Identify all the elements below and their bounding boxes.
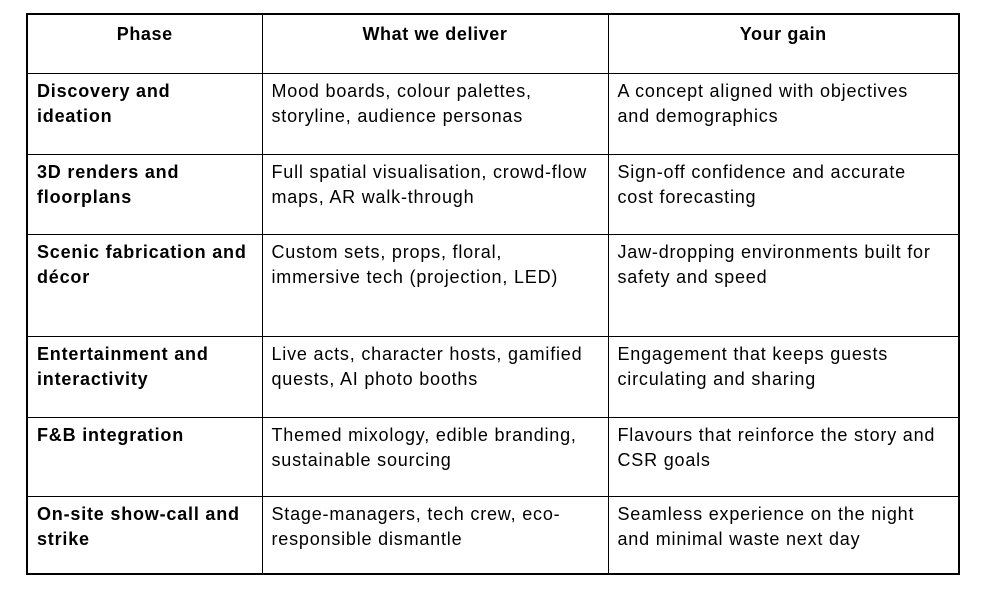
deliver-cell: Full spatial visualisation, crowd-flow m… [261,153,609,235]
deliver-cell: Live acts, character hosts, gamified que… [261,335,609,418]
gain-cell: A concept aligned with objectives and de… [607,72,960,155]
phase-cell: Entertainment and interactivity [26,335,263,418]
table-row-3d-renders-and-floorplans: 3D renders and floorplans Full spatial v… [26,153,960,235]
gain-cell: Jaw-dropping environments built for safe… [607,233,960,337]
column-header-what-we-deliver: What we deliver [261,13,609,74]
column-header-phase: Phase [26,13,263,74]
phase-cell: On-site show-call and strike [26,495,263,575]
event-phases-table: Phase What we deliver Your gain Discover… [26,13,960,575]
phase-cell: Discovery and ideation [26,72,263,155]
column-header-your-gain: Your gain [607,13,960,74]
header-row: Phase What we deliver Your gain [26,13,960,74]
phase-cell: 3D renders and floorplans [26,153,263,235]
gain-cell: Sign-off confidence and accurate cost fo… [607,153,960,235]
table-row-onsite-showcall-and-strike: On-site show-call and strike Stage-manag… [26,495,960,575]
deliver-cell: Stage-managers, tech crew, eco- responsi… [261,495,609,575]
table-row-entertainment-and-interactivity: Entertainment and interactivity Live act… [26,335,960,418]
table-row-fb-integration: F&B integration Themed mixology, edible … [26,416,960,497]
deliver-cell: Custom sets, props, floral, immersive te… [261,233,609,337]
gain-cell: Seamless experience on the night and min… [607,495,960,575]
phase-cell: F&B integration [26,416,263,497]
deliver-cell: Themed mixology, edible branding, sustai… [261,416,609,497]
phase-cell: Scenic fabrication and décor [26,233,263,337]
gain-cell: Flavours that reinforce the story and CS… [607,416,960,497]
table-row-scenic-fabrication-and-decor: Scenic fabrication and décor Custom sets… [26,233,960,337]
gain-cell: Engagement that keeps guests circulating… [607,335,960,418]
table-row-discovery-and-ideation: Discovery and ideation Mood boards, colo… [26,72,960,155]
deliver-cell: Mood boards, colour palettes, storyline,… [261,72,609,155]
